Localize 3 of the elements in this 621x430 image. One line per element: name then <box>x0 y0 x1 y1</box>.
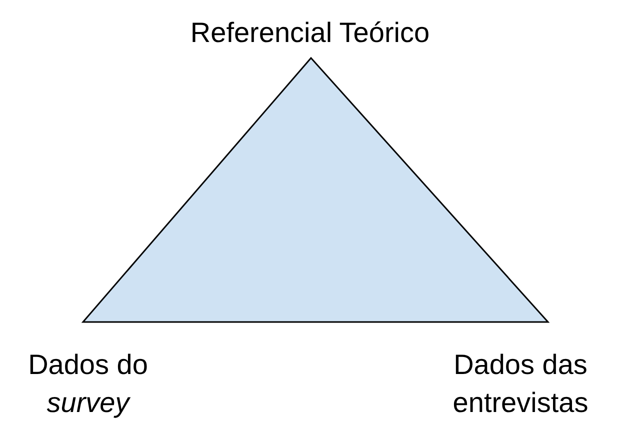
corner-label: Referencial Teórico <box>189 16 431 50</box>
corner-label: Dados das entrevistas <box>452 348 590 420</box>
corner-label: Dados do survey <box>27 348 149 420</box>
